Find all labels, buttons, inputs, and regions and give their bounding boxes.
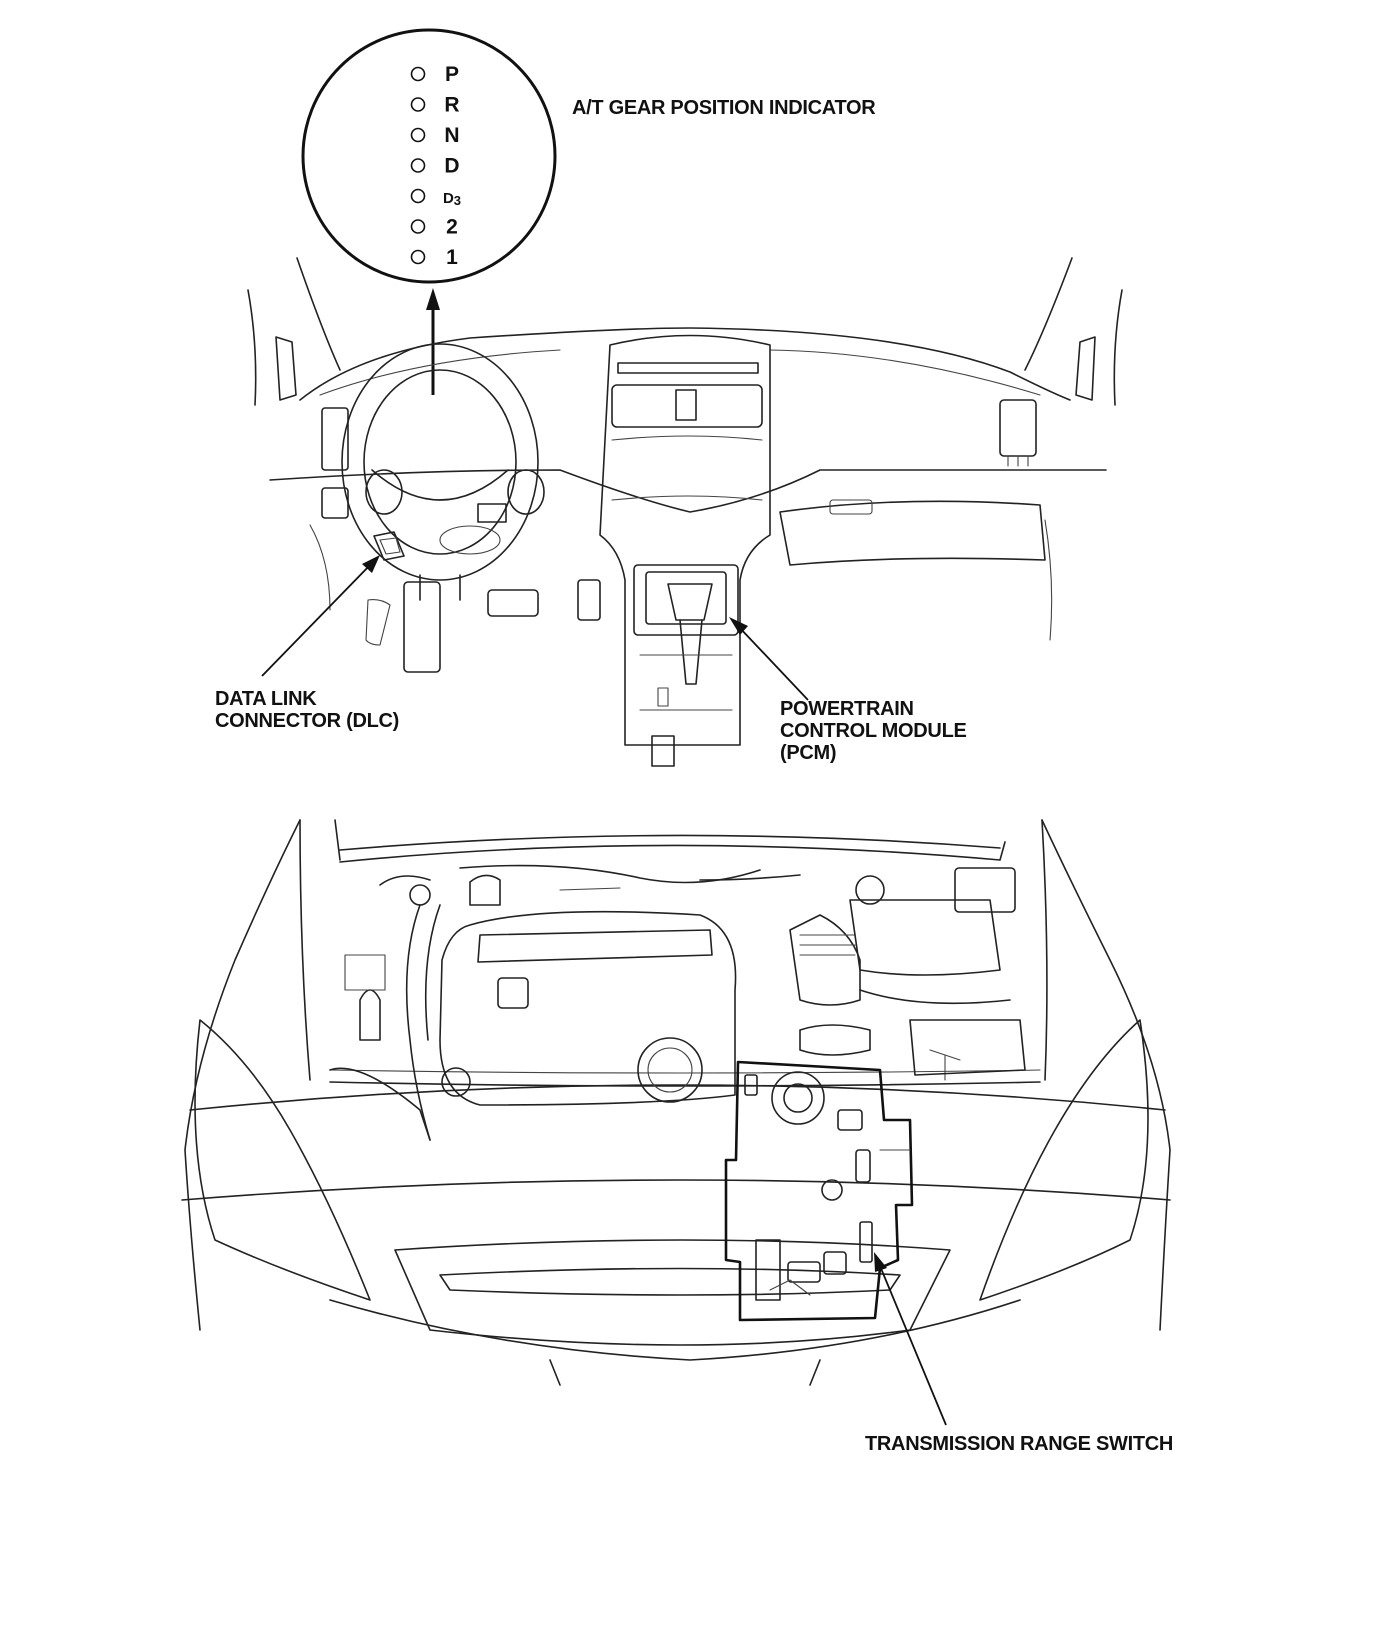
gear-indicator-label: A/T GEAR POSITION INDICATOR [572,97,876,119]
gear-lamp-p [410,66,426,82]
gear-letter-d: D [444,155,459,178]
gear-letter-1: 1 [446,246,458,269]
dlc-label: DATA LINK CONNECTOR (DLC) [215,688,399,732]
gear-letter-n: N [444,124,459,147]
gear-letter-2: 2 [446,216,458,239]
gear-lamp-r [410,97,426,112]
gear-letter-d3: D3 [443,190,461,208]
pcm-leader [729,617,809,701]
dashboard-drawing [247,257,1123,767]
dlc-label-line-2: CONNECTOR (DLC) [215,710,400,732]
pcm-label-line-3: (PCM) [780,742,837,764]
pcm-label-line-1: POWERTRAIN [780,698,914,720]
gear-letter-r: R [444,94,459,117]
dlc-label-line-1: DATA LINK [215,688,317,710]
gear-lamp-1 [410,249,426,265]
indicator-arrow [426,288,440,395]
pcm-label: POWERTRAIN CONTROL MODULE (PCM) [780,698,967,764]
engine-bay-drawing [181,819,1171,1386]
gear-letter-p: P [445,63,459,86]
gear-lamp-d3 [410,188,426,204]
dlc-leader [261,555,380,677]
gear-lamp-d [410,158,426,173]
pcm-label-line-2: CONTROL MODULE [780,720,967,742]
gear-indicator-circle [301,28,557,284]
gear-lamp-n [410,127,426,143]
trs-label: TRANSMISSION RANGE SWITCH [865,1433,1174,1455]
trs-leader [874,1252,947,1426]
gear-lamp-2 [410,219,426,234]
